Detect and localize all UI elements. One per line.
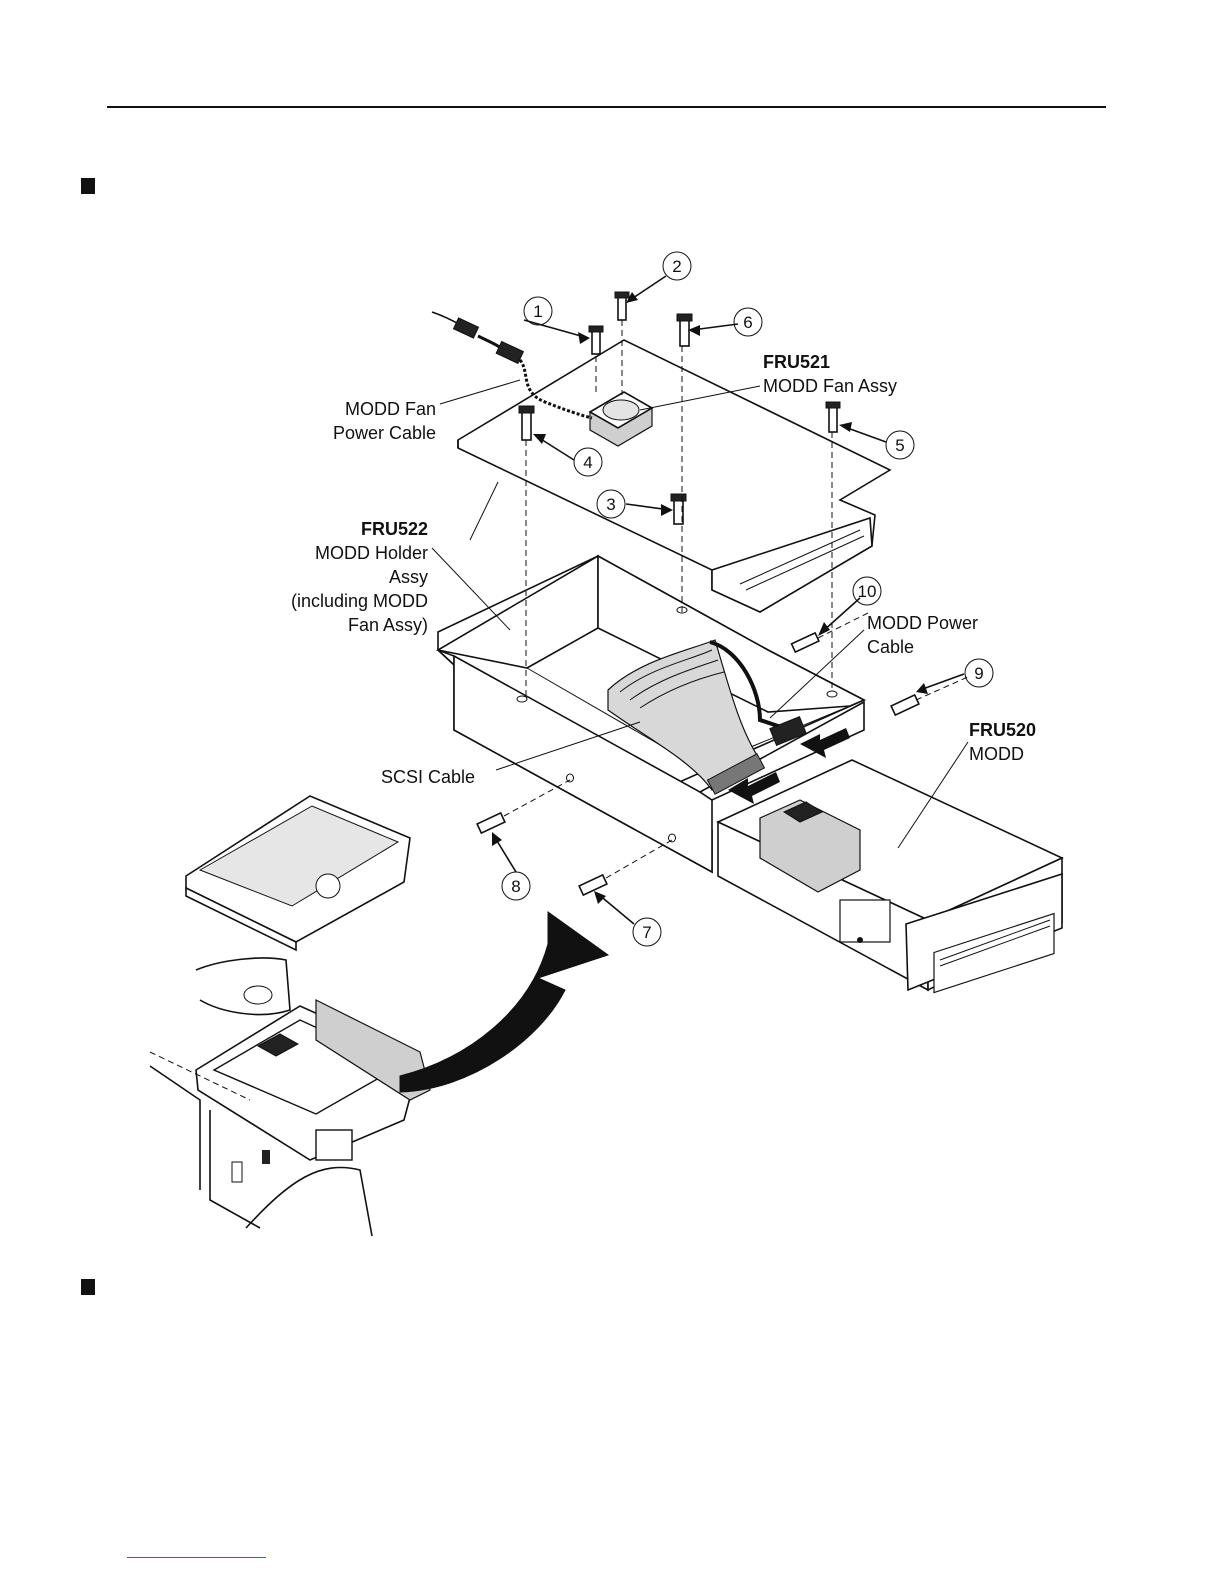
svg-text:7: 7 xyxy=(642,923,651,942)
system-console-icon xyxy=(150,796,430,1236)
svg-text:10: 10 xyxy=(858,582,877,601)
callout-1: 1 xyxy=(524,297,552,325)
label-fru522-1: MODD Holder xyxy=(315,543,428,563)
screw-9-icon xyxy=(891,695,919,715)
callout-8: 8 xyxy=(502,872,530,900)
svg-text:9: 9 xyxy=(974,664,983,683)
callout-2: 2 xyxy=(663,252,691,280)
modd-drive xyxy=(718,760,1062,993)
svg-text:2: 2 xyxy=(672,257,681,276)
screw-4-icon xyxy=(519,406,534,440)
screw-7-icon xyxy=(579,875,607,895)
label-fru520-code: FRU520 xyxy=(969,720,1036,740)
label-fru522-code: FRU522 xyxy=(361,519,428,539)
svg-text:6: 6 xyxy=(743,313,752,332)
screw-1-icon xyxy=(589,326,603,354)
label-fan-cable-1: MODD Fan xyxy=(345,399,436,419)
screw-8-icon xyxy=(477,813,505,833)
label-fru522-3: (including MODD xyxy=(291,591,428,611)
screw-3-icon xyxy=(671,494,686,524)
label-fru520-name: MODD xyxy=(969,744,1024,764)
label-power-cable-2: Cable xyxy=(867,637,914,657)
label-fru522-4: Fan Assy) xyxy=(348,615,428,635)
label-scsi-cable: SCSI Cable xyxy=(381,767,475,787)
screw-10-icon xyxy=(792,633,819,652)
label-fan-cable-2: Power Cable xyxy=(333,423,436,443)
removal-arrow-icon xyxy=(400,912,608,1092)
label-fru521-name: MODD Fan Assy xyxy=(763,376,897,396)
callout-9: 9 xyxy=(965,659,993,687)
screw-5-icon xyxy=(826,402,840,432)
svg-text:1: 1 xyxy=(533,302,542,321)
callout-10: 10 xyxy=(853,577,881,605)
label-fru522-2: Assy xyxy=(389,567,428,587)
screw-2-icon xyxy=(615,292,629,320)
svg-text:3: 3 xyxy=(606,495,615,514)
callout-7: 7 xyxy=(633,918,661,946)
callout-5: 5 xyxy=(886,431,914,459)
svg-text:8: 8 xyxy=(511,877,520,896)
svg-text:5: 5 xyxy=(895,436,904,455)
svg-text:4: 4 xyxy=(583,453,592,472)
label-fru521-code: FRU521 xyxy=(763,352,830,372)
label-power-cable-1: MODD Power xyxy=(867,613,978,633)
callout-6: 6 xyxy=(734,308,762,336)
